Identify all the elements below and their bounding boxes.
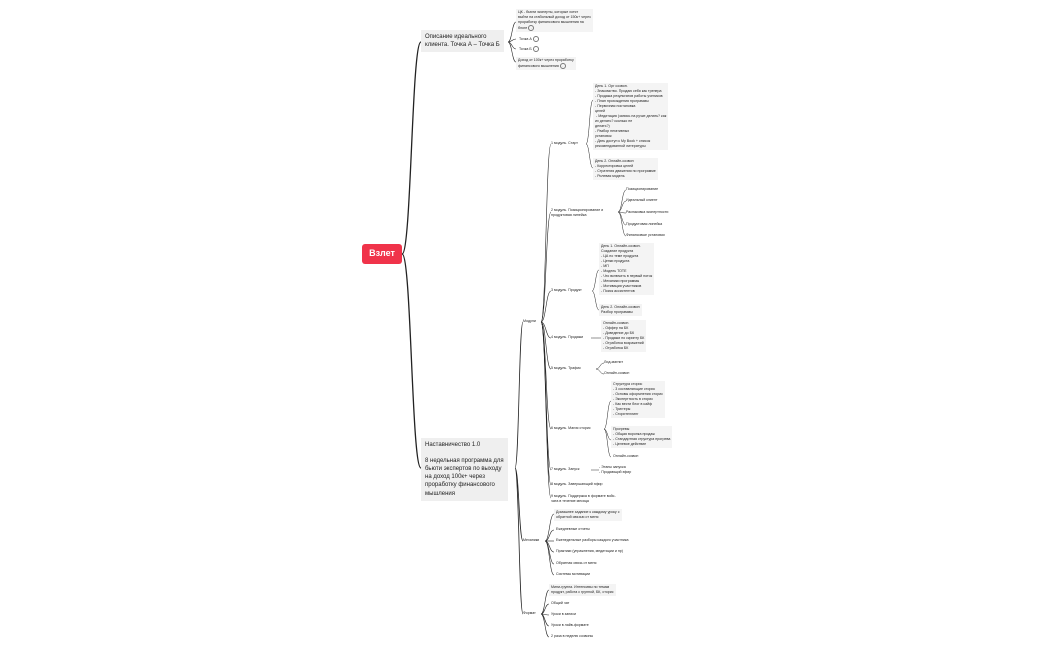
ideal-income-text: Доход от 100к+ через проработку финансов… — [518, 58, 574, 68]
root-node[interactable]: Взлет — [362, 244, 402, 264]
connector-line — [540, 613, 550, 638]
ideal-point-b-text: Точка Б — [519, 46, 532, 51]
format-item[interactable]: Общий чат — [551, 601, 570, 605]
mechanics-node[interactable]: Механики — [523, 538, 540, 542]
mechanic-item[interactable]: Обратная связь от меня — [556, 561, 597, 565]
collapse-dot-icon[interactable]: · — [559, 63, 566, 70]
connector-line — [540, 290, 552, 323]
module-3[interactable]: 3 модуль. Продукт — [551, 288, 582, 292]
module-2[interactable]: 2 модуль. Позиционирование и продуктовая… — [551, 208, 604, 218]
connector-line — [544, 513, 555, 542]
connector-line — [617, 211, 627, 214]
mechanic-item[interactable]: Практики (упражнения, медитации и пр) — [556, 549, 624, 553]
module-6-warmups[interactable]: Прогревы - Общая воронка продаж - Станда… — [611, 426, 673, 449]
mechanic-item[interactable]: Домашнее задание к каждому уроку с обрат… — [554, 509, 622, 522]
ideal-point-a[interactable]: Точка А· — [519, 36, 539, 42]
module-6[interactable]: 6 модуль. Магия сторис — [551, 426, 591, 430]
format-item[interactable]: Уроки в записи — [551, 612, 577, 616]
connector-line — [585, 143, 594, 169]
format-item[interactable]: 2 раза в неделю созвоны — [551, 634, 594, 638]
connector-line — [401, 41, 422, 255]
module-2-item[interactable]: Позиционирование — [626, 187, 659, 191]
ideal-client-node[interactable]: Описание идеального клиента. Точка А – Т… — [421, 30, 504, 53]
mechanic-item[interactable]: Еженедельные разборы каждого участника — [556, 538, 629, 542]
format-item[interactable]: Уроки в лайв-формате — [551, 623, 589, 627]
module-1-day-2[interactable]: День 2. Онлайн-созвон - Корректировка це… — [593, 158, 658, 181]
module-5[interactable]: 5 модуль. Трафик — [551, 366, 581, 370]
connector-line — [514, 321, 524, 469]
connector-line — [540, 603, 550, 615]
modules-node[interactable]: Модули — [523, 319, 536, 323]
module-8[interactable]: 8 модуль. Завершающий эфир — [551, 482, 603, 486]
module-7-steps[interactable]: - Этапы запуска - Продающий эфир — [599, 465, 632, 475]
module-9[interactable]: 9 модуль. Поддержка в формате войс- чата… — [551, 494, 616, 504]
module-7[interactable]: 7 модуль. Запуск — [551, 467, 580, 471]
ideal-target-audience-text: ЦК - бьюти эксперты, которые хотят выйти… — [518, 10, 591, 31]
connector-line — [603, 428, 612, 458]
collapse-dot-icon[interactable]: · — [532, 36, 539, 42]
ideal-target-audience[interactable]: ЦК - бьюти эксперты, которые хотят выйти… — [516, 9, 593, 33]
connector-line — [617, 189, 627, 213]
module-6-call[interactable]: Онлайн-созвон — [613, 454, 639, 458]
module-5-item[interactable]: Онлайн-созвон — [604, 371, 630, 375]
connector-line — [544, 540, 555, 576]
connector-line — [514, 467, 524, 542]
connector-line — [603, 400, 612, 430]
connector-line — [595, 362, 605, 370]
connector-line — [617, 211, 627, 237]
module-3-day-1[interactable]: День 1. Онлайн-созвон. Создание продукта… — [599, 243, 655, 296]
connector-line — [540, 321, 552, 499]
connector-line — [591, 269, 600, 292]
collapse-dot-icon[interactable]: · — [532, 46, 539, 52]
connector-line — [617, 200, 627, 213]
connector-line — [544, 540, 555, 565]
mechanic-item[interactable]: Ежедневные отчеты — [556, 527, 590, 531]
connector-line — [585, 99, 594, 145]
connector-line — [591, 290, 600, 311]
connector-line — [595, 368, 605, 375]
connector-line — [540, 143, 552, 323]
module-5-item[interactable]: Лид-магнит — [604, 360, 624, 364]
module-2-item[interactable]: Продуктовая линейка — [626, 222, 663, 226]
module-4-call[interactable]: Онлайн-созвон. - Оффер на БК - Доведение… — [601, 320, 647, 353]
program-node[interactable]: Наставничество 1.0 8 недельная программа… — [421, 438, 508, 501]
connector-line — [540, 321, 552, 339]
module-3-day-2[interactable]: День 2. Онлайн-созвон Разбор программы — [599, 304, 642, 317]
module-2-item[interactable]: Финансовые установки — [626, 233, 665, 237]
module-6-stories[interactable]: Структура сторис - 3 составляющие сторис… — [611, 381, 665, 419]
connector-line — [507, 41, 517, 63]
module-4[interactable]: 4 модуль. Продажи — [551, 335, 584, 339]
format-item[interactable]: Мини-группа. Интенсивы по темам продукт,… — [549, 584, 616, 597]
module-1-day-1[interactable]: День 1. Орг созвон. - Знакомство. Продаю… — [593, 83, 669, 151]
format-node[interactable]: Формат — [523, 611, 536, 615]
ideal-income[interactable]: Доход от 100к+ через проработку финансов… — [516, 57, 576, 71]
module-1[interactable]: 1 модуль. Старт — [551, 141, 578, 145]
ideal-point-a-text: Точка А — [519, 36, 532, 41]
connector-line — [540, 589, 550, 615]
ideal-point-b[interactable]: Точка Б· — [519, 46, 539, 52]
connector-line — [514, 467, 524, 615]
mechanic-item[interactable]: Системы мотивации — [556, 572, 591, 576]
collapse-dot-icon[interactable]: · — [528, 25, 535, 32]
connector-line — [540, 211, 552, 323]
connector-line — [507, 21, 517, 43]
module-2-item[interactable]: Идеальный клиент — [626, 198, 658, 202]
connector-line — [401, 253, 422, 469]
connector-line — [544, 529, 555, 542]
module-2-item[interactable]: Распаковка экспертности — [626, 210, 669, 214]
